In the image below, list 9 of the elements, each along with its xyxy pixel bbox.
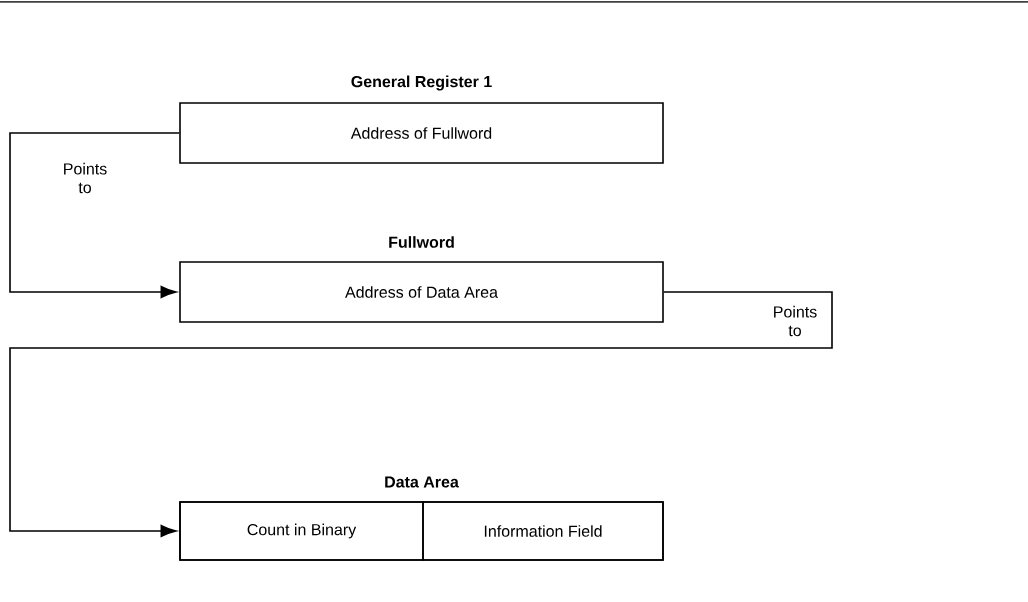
edge-label: Points to <box>53 161 117 195</box>
arrow <box>9 132 180 299</box>
heading: General Register 1 <box>351 75 492 91</box>
register-box: Address of Fullword <box>179 102 664 164</box>
edge-label: Points to <box>763 304 827 338</box>
heading: Data Area <box>385 476 459 488</box>
heading: Fullword <box>389 236 454 248</box>
register-box: Address of Data Area <box>179 261 664 323</box>
arrow <box>9 291 833 538</box>
